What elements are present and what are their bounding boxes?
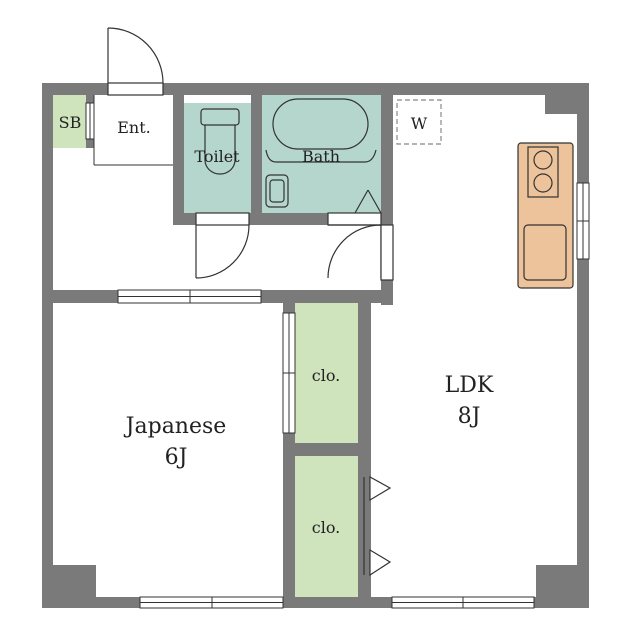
washroom-door: [354, 189, 382, 214]
closet-lower-label: clo.: [312, 518, 341, 537]
windows: [117, 182, 590, 609]
entrance-door: [107, 27, 164, 96]
bathroom-door: [327, 212, 394, 281]
washer-label: W: [411, 114, 428, 133]
closet-doors: [363, 475, 392, 577]
bath-label: Bath: [302, 147, 340, 166]
bathtub-icon: [265, 98, 377, 163]
closet-upper-label: clo.: [312, 366, 341, 385]
toilet-door: [195, 212, 250, 279]
washbasin-icon: [265, 174, 289, 208]
kitchen-counter: [517, 142, 574, 289]
entrance-label: Ent.: [117, 118, 151, 137]
ldk-size: 8J: [458, 404, 481, 429]
toilet-icon: [200, 108, 240, 175]
sb-label: SB: [59, 113, 82, 132]
toilet-room-fill: [184, 103, 251, 213]
closet-upper-fill: [295, 303, 358, 443]
washer-space: [396, 99, 442, 145]
toilet-label: Toilet: [194, 147, 240, 166]
shoe-box-fill: [53, 95, 87, 148]
ldk-name: LDK: [445, 373, 494, 398]
japanese-room-size: 6J: [165, 445, 188, 470]
closet-lower-fill: [295, 456, 358, 599]
shoe-box-doors: [85, 102, 95, 140]
exterior-walls: [42, 83, 589, 608]
bathroom-fill: [262, 95, 381, 213]
japanese-room-name: Japanese: [124, 414, 227, 439]
